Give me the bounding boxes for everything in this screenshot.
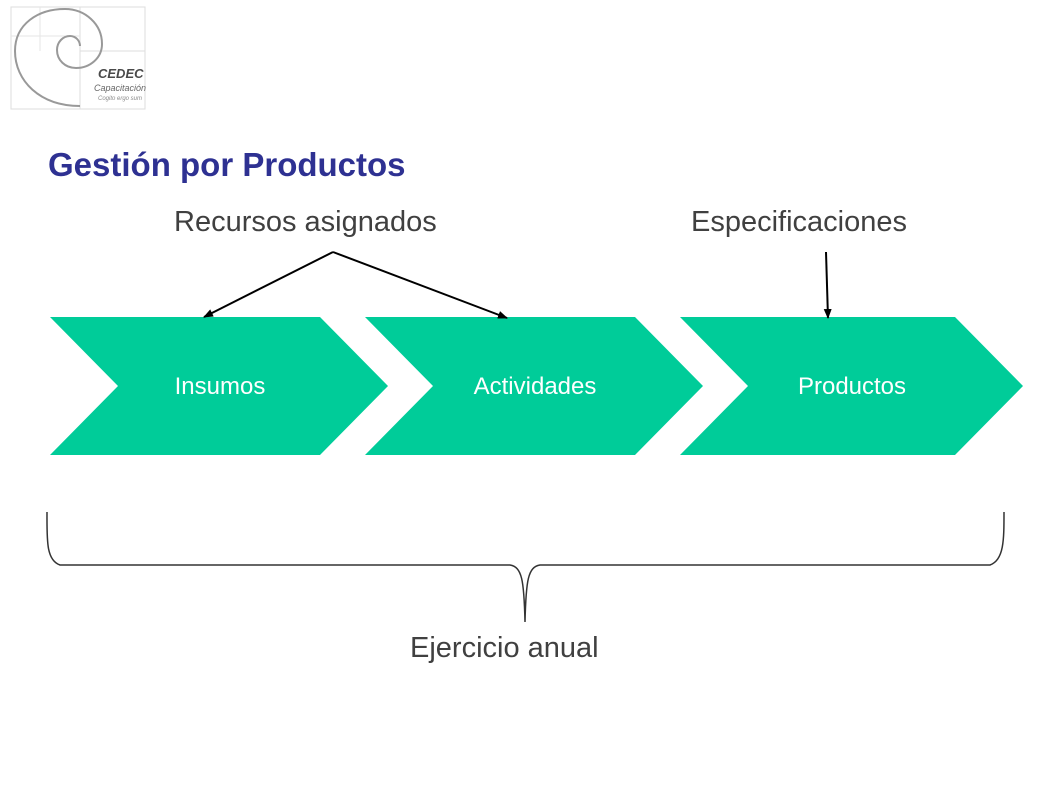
arrow-to-actividades bbox=[332, 251, 508, 319]
golden-spiral-icon bbox=[10, 6, 146, 110]
fiscal-year-label: Ejercicio anual bbox=[410, 632, 599, 664]
chevron-productos bbox=[680, 317, 1023, 455]
step-label-insumos: Insumos bbox=[175, 373, 266, 400]
step-label-actividades: Actividades bbox=[474, 373, 597, 400]
chevron-actividades bbox=[365, 317, 703, 455]
arrow-to-insumos bbox=[203, 251, 334, 318]
logo-name: CEDEC bbox=[98, 66, 144, 81]
cedec-logo: CEDEC Capacitación Cogito ergo sum bbox=[10, 6, 146, 110]
arrow-to-productos bbox=[823, 251, 832, 319]
logo-subtitle: Capacitación bbox=[94, 83, 147, 93]
fiscal-year-brace bbox=[46, 511, 1005, 623]
resources-label: Recursos asignados bbox=[174, 206, 437, 238]
page-title: Gestión por Productos bbox=[48, 146, 406, 183]
chevron-insumos bbox=[50, 317, 388, 455]
specifications-label: Especificaciones bbox=[691, 206, 907, 238]
logo-motto: Cogito ergo sum bbox=[98, 96, 143, 102]
step-label-productos: Productos bbox=[798, 373, 906, 400]
